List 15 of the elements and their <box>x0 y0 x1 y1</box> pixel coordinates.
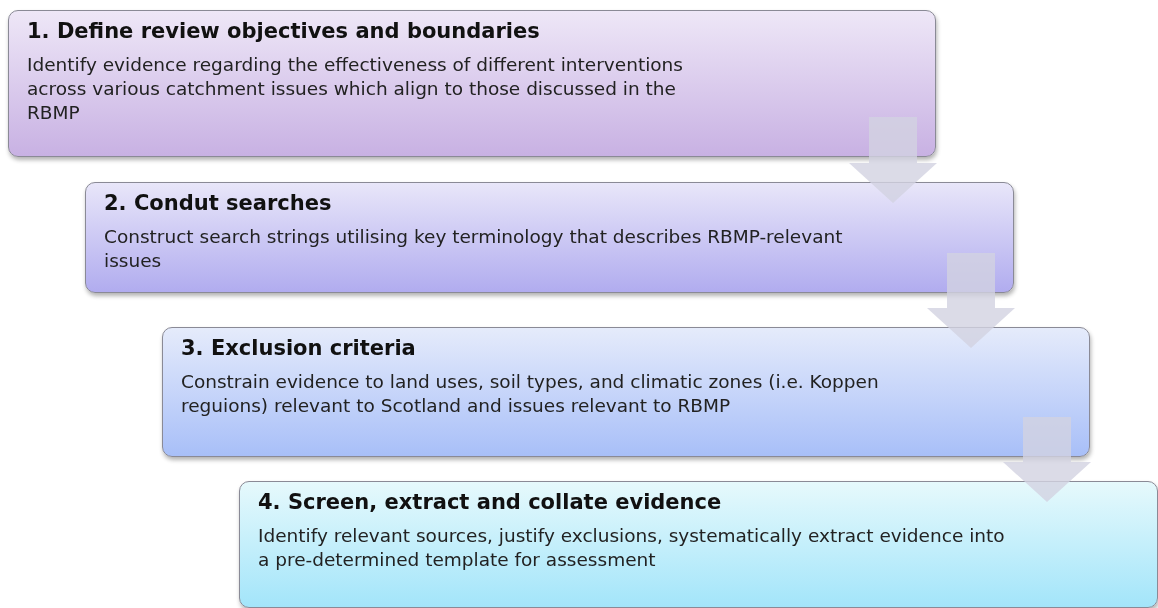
step-description: Identify evidence regarding the effectiveness of different interventions across various catchment issues which align to those discussed in the RBMP <box>27 53 684 126</box>
step-description: Constrain evidence to land uses, soil types, and climatic zones (i.e. Koppen reguions) relevant to Scotland and issues relevant to RBMP <box>181 370 880 419</box>
step-heading: 4. Screen, extract and collate evidence <box>258 490 723 514</box>
step-heading: 2. Condut searches <box>104 191 333 215</box>
step-description: Construct search strings utilising key terminology that describes RBMP-relevant issues <box>104 225 844 274</box>
step-box <box>162 327 1090 457</box>
step-heading: 3. Exclusion criteria <box>181 336 417 360</box>
block-arrow <box>927 253 1015 348</box>
block-arrow <box>1003 417 1091 502</box>
block-arrow <box>849 117 937 203</box>
step-description: Identify relevant sources, justify exclusions, systematically extract evidence into a pre-determined template for assessment <box>258 524 1006 573</box>
step-heading: 1. Define review objectives and boundaries <box>27 19 541 43</box>
step-box <box>8 10 936 157</box>
step-box <box>85 182 1014 293</box>
step-box <box>239 481 1158 608</box>
